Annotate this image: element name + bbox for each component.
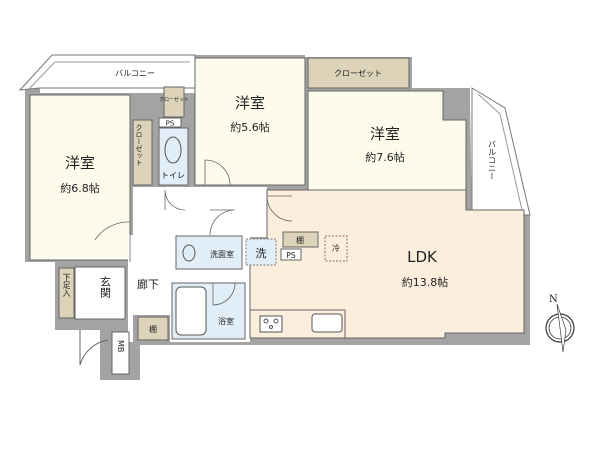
fridge-label: 冷 (332, 243, 340, 253)
washer-space (245, 238, 277, 266)
western-room-1: 洋室 約6.8帖 (29, 94, 131, 261)
ldk: LDK 約13.8帖 (249, 189, 525, 339)
closet-small: クローゼット (159, 86, 189, 118)
closet-top: クローゼット (307, 57, 410, 89)
closet-left: クローゼット (132, 119, 153, 186)
shelf-label: 棚 (149, 324, 157, 334)
shoe-closet-label: 下足入 (62, 273, 71, 297)
western-room-3: 洋室 約7.6帖 (307, 90, 467, 196)
closet-label: クローゼット (135, 124, 143, 166)
bathroom: 浴室 (171, 282, 246, 340)
room-size: 約7.6帖 (365, 150, 405, 164)
shelf-hall: 棚 (137, 316, 169, 341)
compass-north-label: N (549, 294, 558, 305)
hallway-label: 廊下 (137, 277, 159, 291)
room-size: 約13.8帖 (402, 275, 449, 289)
closet-label: クローゼット (159, 96, 189, 103)
doors (94, 159, 293, 306)
ps-label: PS (286, 251, 296, 260)
stove-icon (259, 315, 283, 333)
room-size: 約5.6帖 (230, 120, 270, 134)
balcony-right: バルコニー (471, 87, 531, 216)
fridge-space: 冷 (324, 235, 348, 262)
western-room-2: 洋室 約5.6帖 (194, 57, 306, 186)
room-name: 洋室 (65, 154, 95, 172)
room-name: 洋室 (370, 125, 400, 143)
washroom: 洗面室 洗 (175, 235, 277, 270)
bathroom-label: 浴室 (218, 316, 234, 326)
sink-icon (311, 313, 343, 333)
ps-kitchen: PS (280, 248, 302, 261)
room-size: 約6.8帖 (60, 181, 100, 195)
shelf-label: 棚 (296, 235, 304, 245)
balcony-top: バルコニー (18, 54, 196, 91)
washbasin-icon (182, 244, 196, 262)
washer-label: 洗 (256, 247, 267, 260)
toilet-icon (164, 136, 182, 164)
meter-box: MB (111, 331, 130, 375)
toilet: トイレ (158, 127, 189, 186)
balcony-top-label: バルコニー (115, 69, 155, 78)
shoe-closet: 下足入 (58, 267, 75, 319)
shelf-kitchen: 棚 (282, 231, 319, 248)
entrance-label: 玄関 (99, 275, 112, 298)
washroom-label: 洗面室 (210, 249, 234, 259)
balcony-right-label: バルコニー (488, 140, 497, 180)
room-name: LDK (407, 248, 438, 266)
room-name: 洋室 (235, 94, 265, 112)
bathtub-icon (175, 286, 207, 336)
compass: N (545, 294, 575, 353)
toilet-label: トイレ (161, 171, 185, 180)
entrance: 玄関 (74, 266, 126, 320)
closet-label: クローゼット (334, 68, 382, 78)
ps-toilet: PS (158, 117, 182, 128)
mb-label: MB (116, 340, 125, 352)
entrance-door (79, 330, 109, 366)
ps-label: PS (166, 120, 175, 128)
